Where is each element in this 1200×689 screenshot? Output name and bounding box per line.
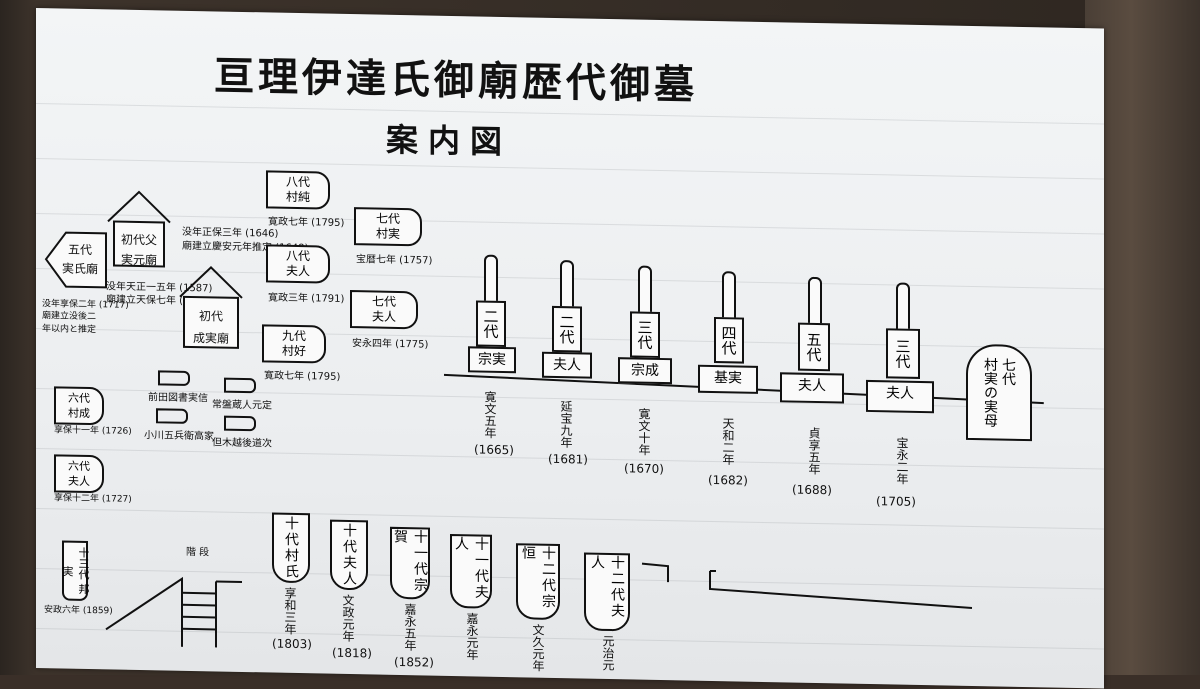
tomb-7th-murazane-date: 宝暦七年 (1757): [356, 250, 432, 266]
retainer-stone-3: [156, 408, 188, 424]
tomb-8th-wife: 八代 夫人: [266, 244, 330, 283]
retainer-maeda: 前田図書実信: [148, 388, 208, 404]
retainer-stone-4: [224, 416, 256, 432]
tomb-8th-muratsumi-date: 寛政七年 (1795): [268, 212, 344, 228]
retainer-stone-1: [158, 370, 190, 386]
tomb-7th-wife: 七代 夫人: [350, 290, 418, 329]
stairs-label: 階 段: [186, 543, 209, 558]
tomb-7th-wife-date: 安永四年 (1775): [352, 334, 428, 350]
tomb-13th-kunizane: 十三代 邦実: [62, 540, 88, 600]
tomb-6th-wife: 六代 夫人: [54, 454, 104, 493]
tomb-6th-muranari: 六代 村成: [54, 386, 104, 425]
tomb-6th-muranari-date: 享保十一年 (1726): [54, 422, 132, 436]
tomb-9th-murayoshi: 九代 村好: [262, 324, 326, 363]
stairs-diagram: [102, 557, 252, 650]
shrine-jitsugen-label: 初代父 実元廟: [116, 230, 162, 271]
retainer-ogawa: 小川五兵衛高家: [144, 426, 214, 442]
shrine-shigezane-note2: 廟建立没後二年以内と推定: [42, 308, 102, 335]
page-title: 亘理伊達氏御廟歴代御墓: [214, 43, 698, 110]
tomb-9th-murayoshi-date: 寛政七年 (1795): [264, 366, 340, 382]
boundary-lines: [636, 560, 996, 627]
shrine-shigezane-label: 初代 成実廟: [186, 305, 236, 350]
tomb-7th-murazane: 七代 村実: [354, 207, 422, 246]
retainer-stone-2: [224, 378, 256, 394]
guide-map-sign: 亘理伊達氏御廟歴代御墓 案内図 初代父 実元廟 没年正保三年 (1646) 廟建…: [36, 8, 1104, 689]
tomb-6th-wife-date: 享保十二年 (1727): [54, 490, 132, 504]
retainer-tadaki: 但木越後道次: [212, 433, 272, 449]
tomb-8th-wife-date: 寛政三年 (1791): [268, 288, 344, 304]
shrine-sanetoshi-label: 五代 実氏廟: [62, 240, 98, 279]
tomb-8th-muratsumi: 八代 村純: [266, 170, 330, 209]
retainer-tokiwa: 常盤蔵人元定: [212, 395, 272, 411]
page-subtitle: 案内図: [386, 115, 512, 163]
tomb-7th-birth-mother: 七代 村実の実母: [966, 344, 1032, 441]
